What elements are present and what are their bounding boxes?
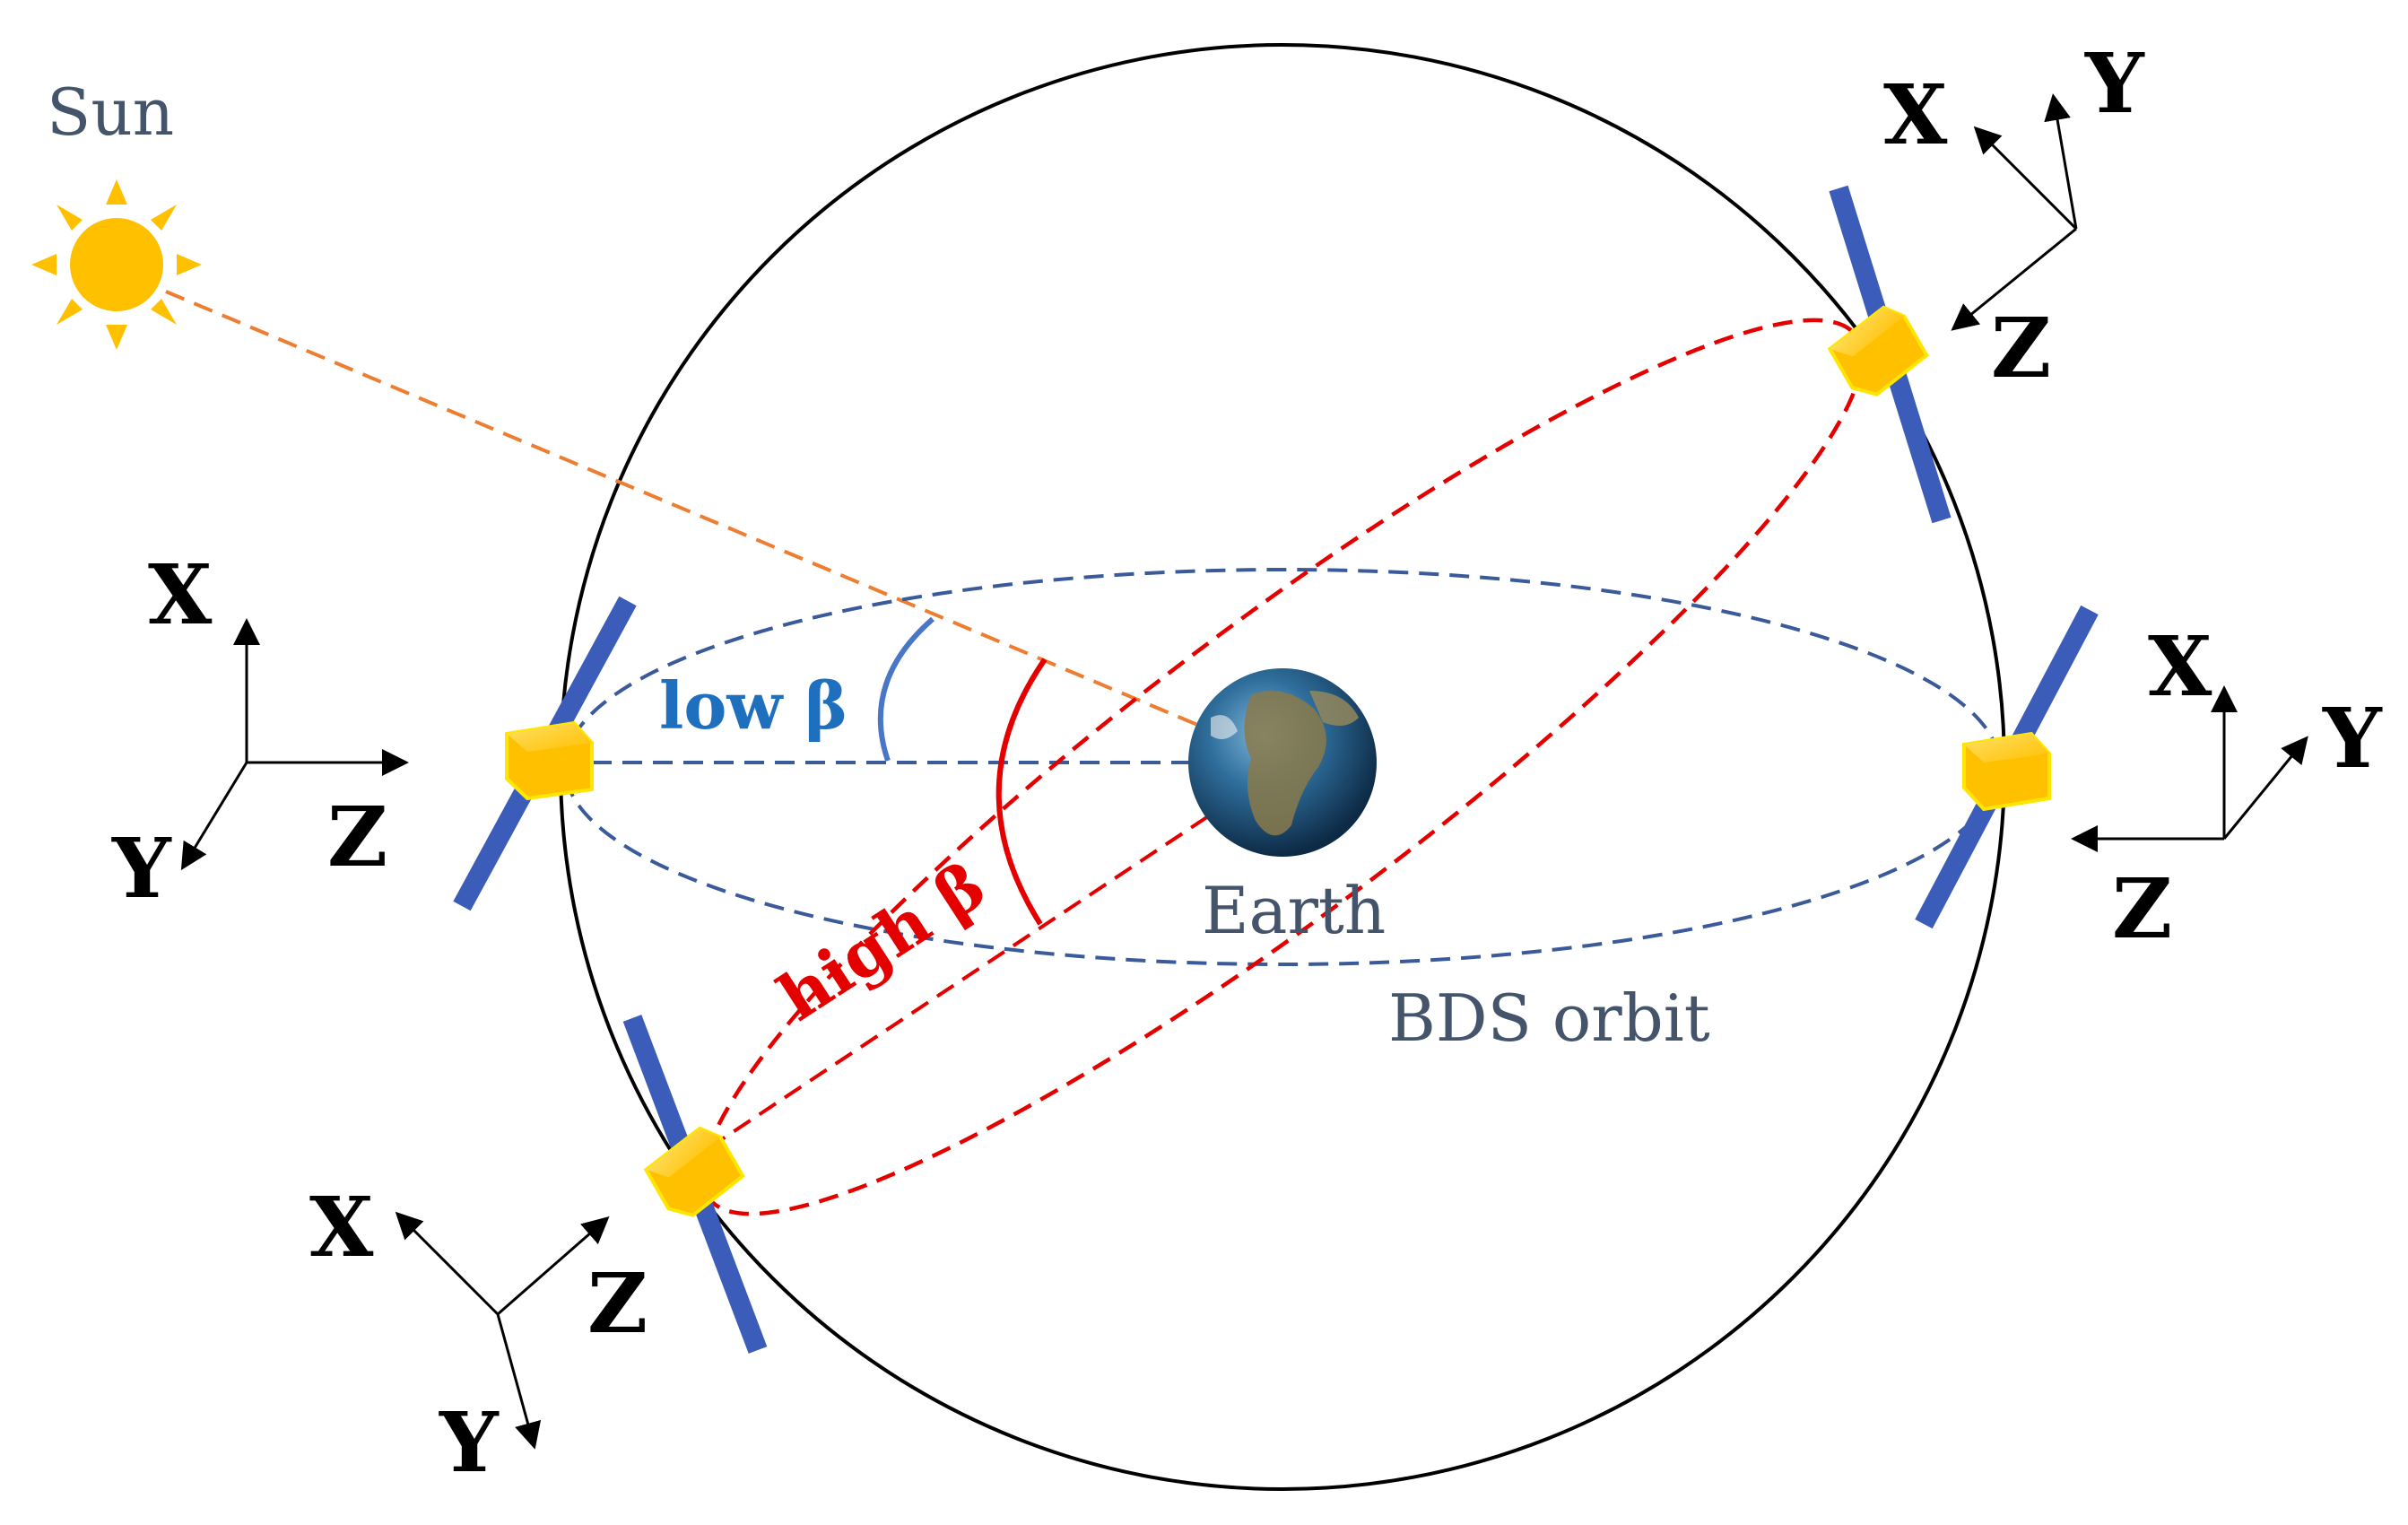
sun-icon — [31, 179, 202, 350]
axes-top-right — [1951, 93, 2078, 331]
low-beta-arc — [877, 616, 935, 762]
axis-label-right-y: Y — [2322, 690, 2383, 787]
low-beta-label: low β — [659, 667, 848, 744]
axes-bottom-left — [395, 1211, 610, 1450]
high-beta-diameter-line — [707, 765, 1284, 1150]
axis-label-top-right-z: Z — [1991, 300, 2051, 396]
sun-direction-line — [165, 290, 1203, 728]
axis-label-bottom-left-x: X — [309, 1179, 374, 1276]
axis-label-bottom-left-z: Z — [587, 1255, 648, 1352]
axes-left — [180, 618, 409, 871]
axis-label-left-y: Y — [111, 820, 172, 917]
axis-label-top-right-y: Y — [2084, 35, 2145, 132]
axis-label-top-right-x: X — [1883, 66, 1948, 163]
earth-label: Earth — [1202, 873, 1386, 948]
axis-label-left-z: Z — [327, 789, 387, 885]
axis-label-bottom-left-y: Y — [439, 1394, 500, 1491]
earth-icon — [1188, 668, 1377, 857]
axis-label-right-x: X — [2148, 618, 2212, 715]
axis-label-right-z: Z — [2112, 860, 2172, 957]
satellite-bottom-left — [622, 1015, 768, 1354]
axes-right — [2071, 685, 2308, 852]
orbit-label: BDS orbit — [1388, 980, 1710, 1056]
high-beta-label: high β — [765, 847, 998, 1035]
high-beta-arc — [995, 658, 1048, 926]
sun-label: Sun — [47, 74, 174, 150]
satellite-top-right — [1827, 185, 1952, 524]
satellite-left — [453, 596, 637, 911]
satellite-right — [1915, 605, 2099, 929]
axis-label-left-x: X — [148, 546, 213, 643]
